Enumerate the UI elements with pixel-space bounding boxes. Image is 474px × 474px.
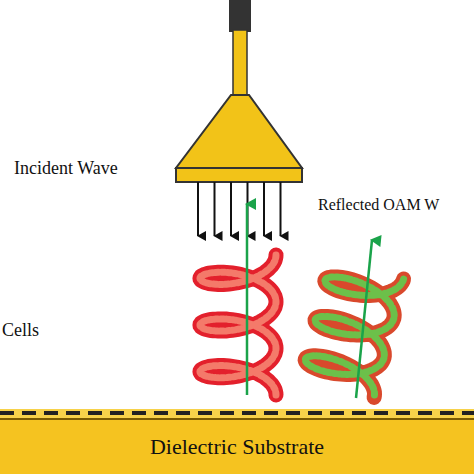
wave-arrow <box>197 182 199 236</box>
wave-arrow <box>263 182 265 236</box>
unit-cells <box>0 411 474 415</box>
wave-arrow <box>280 182 282 236</box>
substrate-band: Dielectric Substrate <box>0 418 474 474</box>
wave-arrow <box>230 182 232 236</box>
incident-arrows <box>198 182 281 236</box>
cell-strip <box>0 409 474 418</box>
horn-antenna <box>176 0 302 182</box>
oam-axis-arrow <box>246 204 249 395</box>
label-text: Cells <box>2 320 39 341</box>
oam-helix <box>305 277 403 398</box>
oam-helix <box>200 255 276 395</box>
wave-arrow <box>214 182 216 236</box>
oam-helix <box>200 255 276 395</box>
substrate-label: Dielectric Substrate <box>150 434 324 460</box>
oam-axis-arrow <box>356 240 372 398</box>
label-text: Incident Wave <box>14 158 118 179</box>
label-text: Reflected OAM W <box>318 196 439 214</box>
oam-helix <box>305 277 403 398</box>
oam-spirals <box>200 255 404 397</box>
